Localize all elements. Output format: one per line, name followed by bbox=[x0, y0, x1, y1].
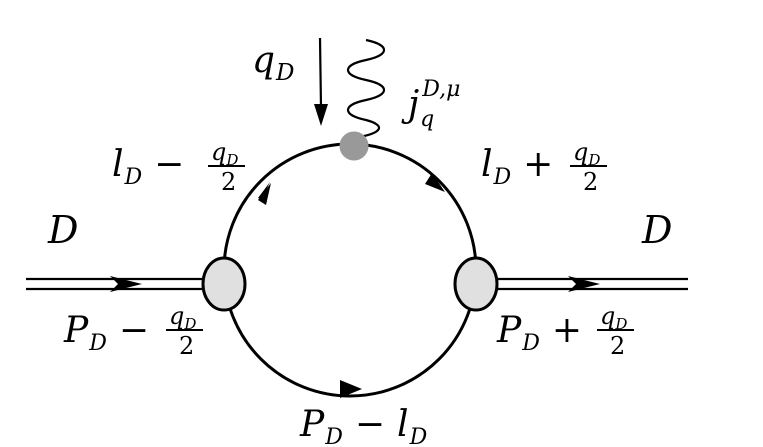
arrow-bottom-head bbox=[340, 380, 362, 398]
incoming-meson-vertex bbox=[201, 256, 247, 312]
bottom-momentum-label: PD−lD bbox=[299, 404, 428, 447]
photon-line bbox=[346, 38, 386, 140]
top-right-fraction-num: qD bbox=[573, 138, 600, 169]
outgoing-meson-line bbox=[496, 276, 688, 292]
photon-momentum-label: qD bbox=[252, 40, 295, 86]
quark-loop bbox=[222, 142, 478, 398]
incoming-momentum-label: PD− bbox=[63, 310, 149, 356]
outgoing-fraction-num: qD bbox=[600, 302, 627, 333]
incoming-meson-line bbox=[26, 276, 205, 292]
momentum-arrow bbox=[314, 37, 328, 126]
outgoing-meson-vertex bbox=[453, 256, 499, 312]
outgoing-particle-label: D bbox=[641, 208, 672, 252]
current-label: jqD,μ bbox=[401, 77, 460, 132]
top-right-momentum-label: lD+ bbox=[481, 144, 553, 190]
incoming-fraction-num: qD bbox=[169, 302, 196, 333]
current-vertex bbox=[339, 131, 369, 161]
arrow-top-left-head bbox=[258, 183, 271, 205]
arrow-top-right-head bbox=[425, 173, 445, 192]
top-left-fraction-num: qD bbox=[211, 138, 238, 169]
outgoing-fraction-den: 2 bbox=[610, 332, 625, 360]
incoming-particle-label: D bbox=[47, 208, 78, 252]
incoming-fraction-den: 2 bbox=[179, 332, 194, 360]
top-right-fraction-den: 2 bbox=[583, 168, 598, 196]
top-left-momentum-label: lD− bbox=[112, 144, 184, 190]
outgoing-momentum-label: PD+ bbox=[496, 310, 582, 356]
arrow-top-left bbox=[258, 182, 270, 199]
top-left-fraction-den: 2 bbox=[221, 168, 236, 196]
